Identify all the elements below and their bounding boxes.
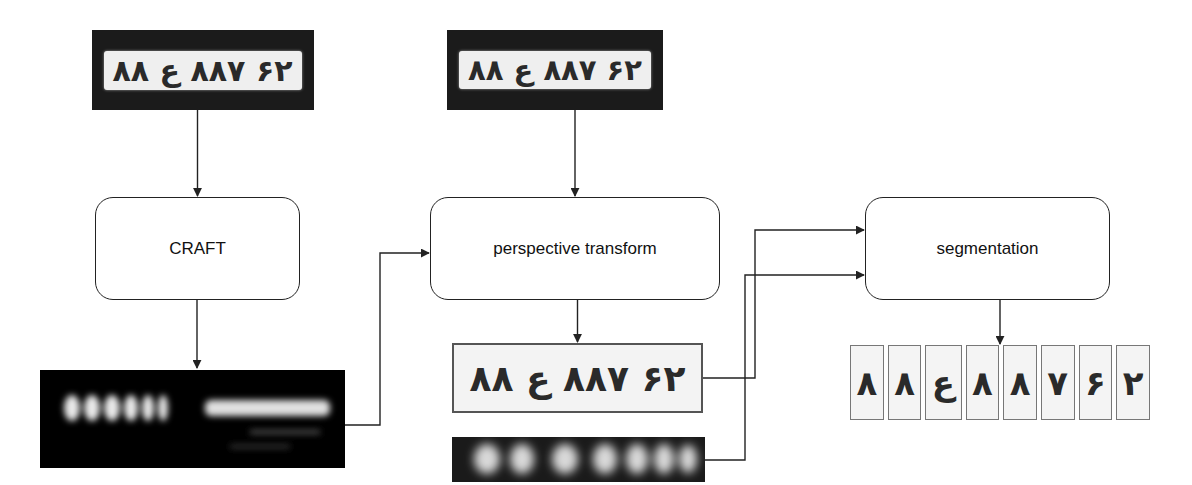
flow-arrow [703,230,864,378]
plate-character: ۷ [1047,363,1068,403]
node-label: CRAFT [169,239,226,259]
flow-arrow [999,300,1000,344]
plate-number: ۸۸ ع ۸۸۷ ۶۲ [113,53,293,88]
process-box: perspective transform [430,197,720,300]
craft-heatmap [40,370,345,468]
character-segment: ۶ [1079,345,1113,420]
character-segment: ۸ [1003,345,1037,420]
plate-character: ۸ [894,363,915,403]
process-box: segmentation [865,197,1110,300]
plate-character: ۸ [972,363,993,403]
character-segment: ۸ [966,345,1000,420]
plate-character: ۶ [1085,363,1106,403]
plate-character: ۸ [856,363,877,403]
character-segment: ۷ [1041,345,1075,420]
plate-number: ۸۸ ع ۸۸۷ ۶۲ [468,53,642,87]
character-segment: ۲ [1116,345,1150,420]
character-segment: ۸ [850,345,884,420]
plate-character: ۸ [1010,363,1031,403]
plate-surface: ۸۸ ع ۸۸۷ ۶۲ [104,51,302,90]
rectified-plate-image: ۸۸ ع ۸۸۷ ۶۲ [452,343,703,413]
flow-arrow [345,253,429,425]
flow-arrow [705,275,864,460]
rectified-heatmap [452,437,705,482]
plate-number: ۸۸ ع ۸۸۷ ۶۲ [470,358,686,399]
input-plate-image: ۸۸ ع ۸۸۷ ۶۲ [447,30,663,110]
flow-arrow [574,110,575,196]
segmented-characters: ۸۸ع۸۸۷۶۲ [850,345,1150,420]
flow-arrow [196,300,197,368]
plate-character: ع [932,363,955,403]
character-segment: ۸ [888,345,922,420]
flow-arrow [577,300,578,342]
plate-surface: ۸۸ ع ۸۸۷ ۶۲ [459,51,651,89]
node-label: segmentation [936,239,1038,259]
flow-arrow [197,110,198,196]
process-box: CRAFT [95,197,300,300]
character-segment: ع [925,345,961,420]
node-label: perspective transform [493,239,656,259]
plate-character: ۲ [1123,363,1144,403]
input-plate-image: ۸۸ ع ۸۸۷ ۶۲ [92,30,314,110]
